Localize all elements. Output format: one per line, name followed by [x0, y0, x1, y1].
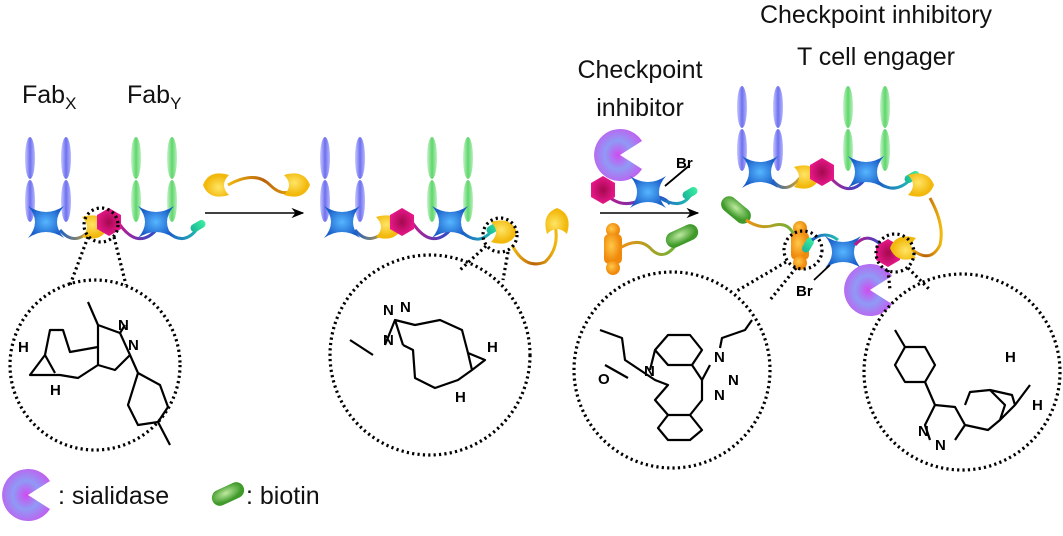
structure-1: N N H H — [18, 301, 171, 446]
structure-2: N N N H H — [349, 299, 498, 406]
biotin-icon — [209, 479, 247, 509]
svg-text:N: N — [918, 423, 929, 440]
zoom-circle-4 — [862, 272, 1062, 472]
structure-4: N N H H — [893, 329, 1043, 454]
core-star-icon — [825, 236, 861, 268]
svg-text:N: N — [714, 387, 725, 404]
svg-text:N: N — [714, 349, 725, 366]
core-star-icon — [630, 176, 666, 208]
sialidase-icon — [594, 129, 642, 181]
product-conjugate: Br — [572, 86, 1062, 472]
intermediate-conjugate — [320, 137, 569, 457]
core-star-icon — [742, 156, 778, 188]
svg-text:N: N — [728, 372, 739, 389]
zoom-circle-3 — [572, 270, 772, 470]
svg-text:N: N — [383, 332, 394, 349]
svg-text:H: H — [455, 389, 466, 406]
core-star-icon — [848, 156, 884, 188]
legend-biotin-label: : biotin — [246, 482, 320, 510]
tetrazine-icon — [284, 173, 310, 197]
tco-tag-icon — [189, 218, 207, 234]
svg-text:N: N — [935, 437, 946, 454]
svg-text:Br: Br — [676, 155, 693, 172]
structure-3: N N N N O — [598, 319, 753, 442]
core-star-icon — [138, 206, 174, 238]
product-label-line2: T cell engager — [797, 43, 955, 71]
svg-text:N: N — [383, 302, 394, 319]
product-label-line1: Checkpoint inhibitory — [760, 1, 993, 29]
starting-bispecific — [8, 137, 207, 452]
fab-x-label: FabX — [22, 81, 76, 113]
fab-x-domain — [61, 137, 71, 222]
fab-y-label: FabY — [127, 81, 181, 113]
tetrazine-icon — [203, 173, 229, 197]
svg-text:O: O — [598, 371, 610, 388]
svg-text:H: H — [18, 339, 29, 356]
core-star-icon — [324, 206, 360, 238]
svg-text:H: H — [487, 339, 498, 356]
svg-text:N: N — [644, 363, 655, 380]
tetrazine-icon — [908, 173, 934, 197]
reagent-label-line2: inhibitor — [596, 94, 684, 122]
zoom-circle-2 — [328, 253, 532, 457]
svg-text:N: N — [118, 317, 129, 334]
reaction-arrow-1 — [203, 173, 310, 219]
core-star-icon — [28, 206, 64, 238]
sialidase-icon — [844, 264, 892, 316]
fab-y-domain — [131, 137, 141, 222]
zoom-circle-1 — [8, 278, 182, 452]
checkpoint-inhibitor-reagent: Br — [591, 129, 701, 275]
svg-text:Br: Br — [796, 283, 813, 300]
reagent-label-line1: Checkpoint — [577, 56, 702, 84]
sialidase-icon — [2, 469, 51, 521]
svg-text:H: H — [1032, 397, 1043, 414]
svg-text:H: H — [1005, 349, 1016, 366]
biotin-icon — [663, 221, 701, 251]
legend-sialidase-label: : sialidase — [58, 482, 169, 510]
svg-text:H: H — [50, 382, 61, 399]
core-star-icon — [432, 206, 468, 238]
svg-text:N: N — [400, 299, 411, 316]
svg-text:N: N — [128, 337, 139, 354]
legend: : sialidase : biotin — [2, 469, 320, 521]
